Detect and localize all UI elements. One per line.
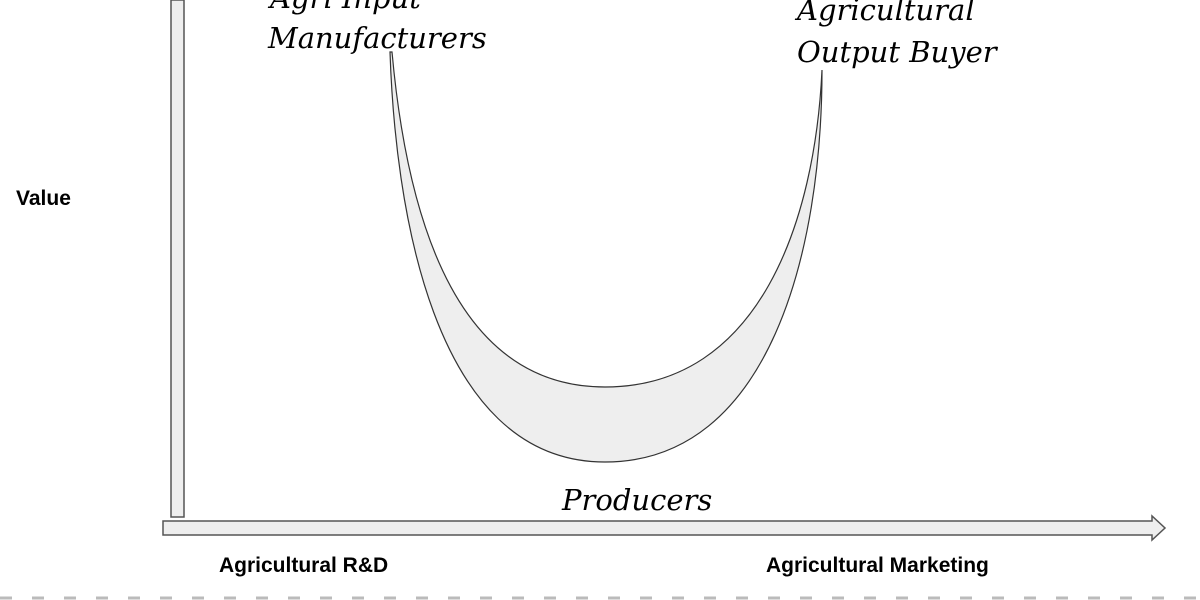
top-left-label-line1: Agri Input (270, 0, 421, 18)
y-axis-bar (170, 0, 185, 518)
x-axis-arrow (162, 514, 1167, 542)
top-right-label-line1: Agricultural (797, 0, 975, 27)
x-axis-right-label: Agricultural Marketing (766, 554, 989, 577)
top-right-label-line2: Output Buyer (797, 35, 997, 69)
smile-curve (389, 51, 823, 463)
y-axis-label: Value (16, 187, 71, 210)
top-left-label-line2: Manufacturers (268, 21, 487, 55)
bottom-label: Producers (562, 483, 713, 517)
x-axis-left-label: Agricultural R&D (219, 554, 389, 577)
